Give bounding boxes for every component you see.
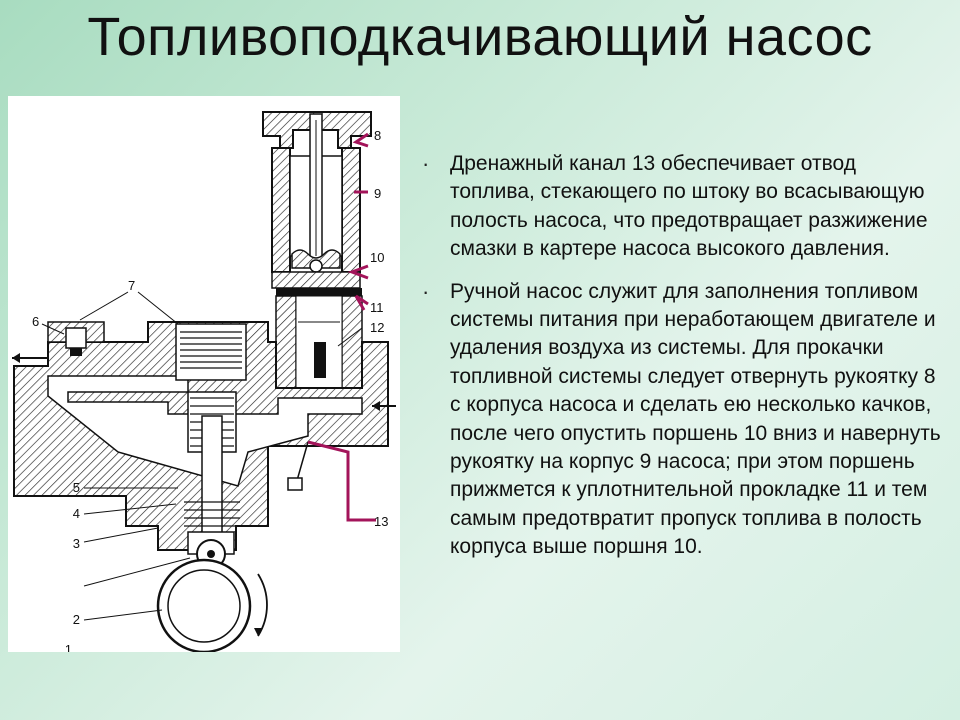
label-9: 9	[374, 186, 381, 201]
bullet-item-drain-channel: · Дренажный канал 13 обеспечивает отвод …	[418, 150, 946, 264]
label-12: 12	[370, 320, 384, 335]
label-5: 5	[73, 480, 80, 495]
bullet-marker: ·	[422, 151, 430, 176]
bullet-item-hand-pump: · Ручной насос служит для заполнения топ…	[418, 278, 946, 562]
label-10: 10	[370, 250, 384, 265]
bullet-text: Дренажный канал 13 обеспечивает отвод то…	[450, 152, 928, 261]
label-8: 8	[374, 128, 381, 143]
bullet-text: Ручной насос служит для заполнения топли…	[450, 279, 941, 559]
label-2: 2	[73, 612, 80, 627]
bullet-marker: ·	[422, 278, 430, 304]
bullet-list: · Дренажный канал 13 обеспечивает отвод …	[418, 150, 946, 576]
label-3: 3	[73, 536, 80, 551]
label-13: 13	[374, 514, 388, 529]
label-4: 4	[73, 506, 80, 521]
label-6: 6	[32, 314, 39, 329]
label-11: 11	[370, 300, 384, 315]
pump-diagram: 1 2 3 4 5 6 7 8 9 10 11 12 13	[8, 96, 400, 652]
slide-title: Топливоподкачивающий насос	[87, 7, 873, 67]
label-1: 1	[65, 642, 72, 652]
label-7: 7	[128, 278, 135, 293]
accent-callouts	[307, 132, 376, 522]
pump-cross-section-drawing: 1 2 3 4 5 6 7 8 9 10 11 12 13	[12, 111, 396, 652]
